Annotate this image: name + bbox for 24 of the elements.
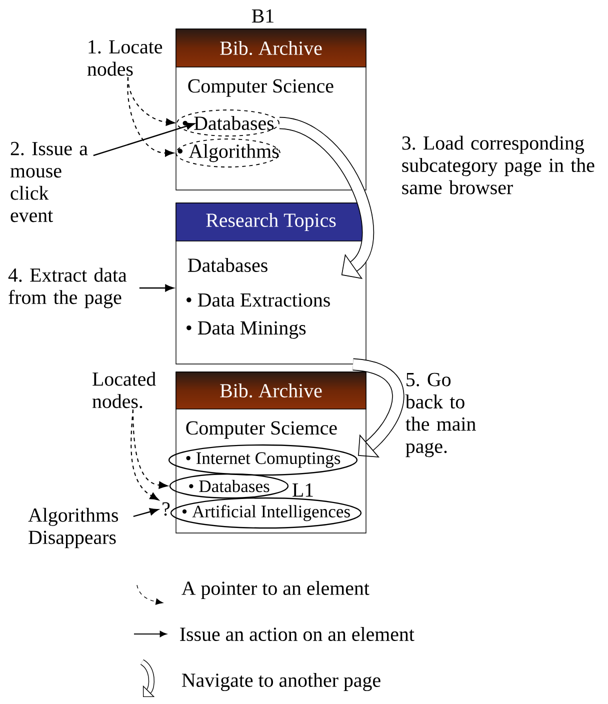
- navigation-arrow: [278, 116, 374, 279]
- header-band: Research Topics: [176, 202, 366, 242]
- header-band: Bib. Archive: [176, 372, 366, 410]
- step-text: 1. Locate nodes: [87, 40, 162, 76]
- step-text: Located nodes.: [92, 372, 156, 408]
- legend-text: A pointer to an element: [182, 580, 370, 600]
- step-text: 2. Issue a mouse click event: [10, 142, 88, 222]
- legend-text: Issue an action on an element: [180, 627, 414, 642]
- legend-text: Navigate to another page: [182, 672, 380, 692]
- step-text: 3. Load corresponding subcategory page in the same browser: [402, 136, 594, 194]
- action-arrow: [133, 508, 158, 518]
- step-text: Algorithms Disappears: [28, 508, 118, 548]
- list-label: L1: [292, 483, 313, 497]
- node-label: B1: [252, 9, 274, 23]
- pointer-arrow: [130, 410, 159, 500]
- action-arrow: [93, 122, 195, 156]
- step-text: 5. Go back to the main page.: [405, 372, 476, 458]
- action-arrow: [139, 284, 174, 292]
- pointer-arrow: [127, 77, 174, 157]
- header-band: Bib. Archive: [176, 28, 366, 68]
- pointer-arrow: [132, 410, 168, 489]
- navigation-arrow: [352, 358, 404, 458]
- question-mark: ?: [162, 502, 170, 516]
- step-text: 4. Extract data from the page: [8, 268, 127, 308]
